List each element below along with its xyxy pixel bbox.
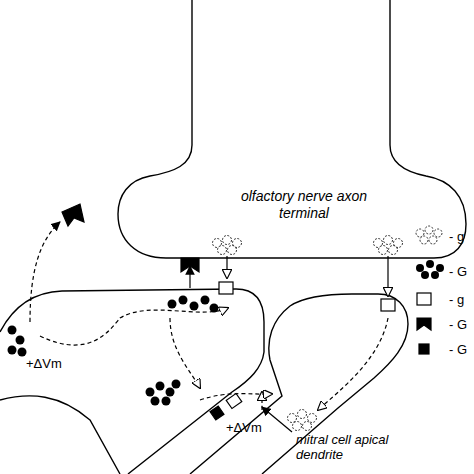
legend-entry: - g	[449, 229, 464, 244]
legend-text: - G	[449, 317, 467, 332]
release-arrows	[190, 256, 388, 296]
legend-entry: - G	[449, 317, 467, 332]
potential-label: +ΔVm	[26, 356, 86, 371]
structure-label: mitral cell apical dendrite	[296, 432, 406, 462]
dashed-signal-paths	[30, 222, 388, 410]
legend-entry: - G	[449, 264, 467, 279]
terminal-shape	[118, 0, 466, 258]
legend-text: - G	[449, 264, 467, 279]
legend-text: - G	[449, 342, 467, 357]
axon-terminal: olfactory nerve axon terminal	[114, 0, 466, 260]
pg-dendrite-lower	[0, 396, 120, 474]
gaba-vesicles	[8, 260, 445, 406]
legend-text: - g	[449, 292, 464, 307]
potential-label: +ΔVm	[226, 420, 286, 435]
legend-entry: - G	[449, 342, 467, 357]
glutamate-vesicles	[213, 226, 443, 431]
dendrite-outlines	[0, 289, 408, 474]
leader-arrow	[262, 407, 292, 432]
mitral-dendrite	[190, 294, 408, 474]
legend-entry: - g	[449, 292, 464, 307]
node-label: olfactory nerve axon terminal	[234, 188, 374, 222]
pg-dendrite	[0, 289, 264, 474]
legend-text: - g	[449, 229, 464, 244]
receptors	[62, 204, 431, 420]
